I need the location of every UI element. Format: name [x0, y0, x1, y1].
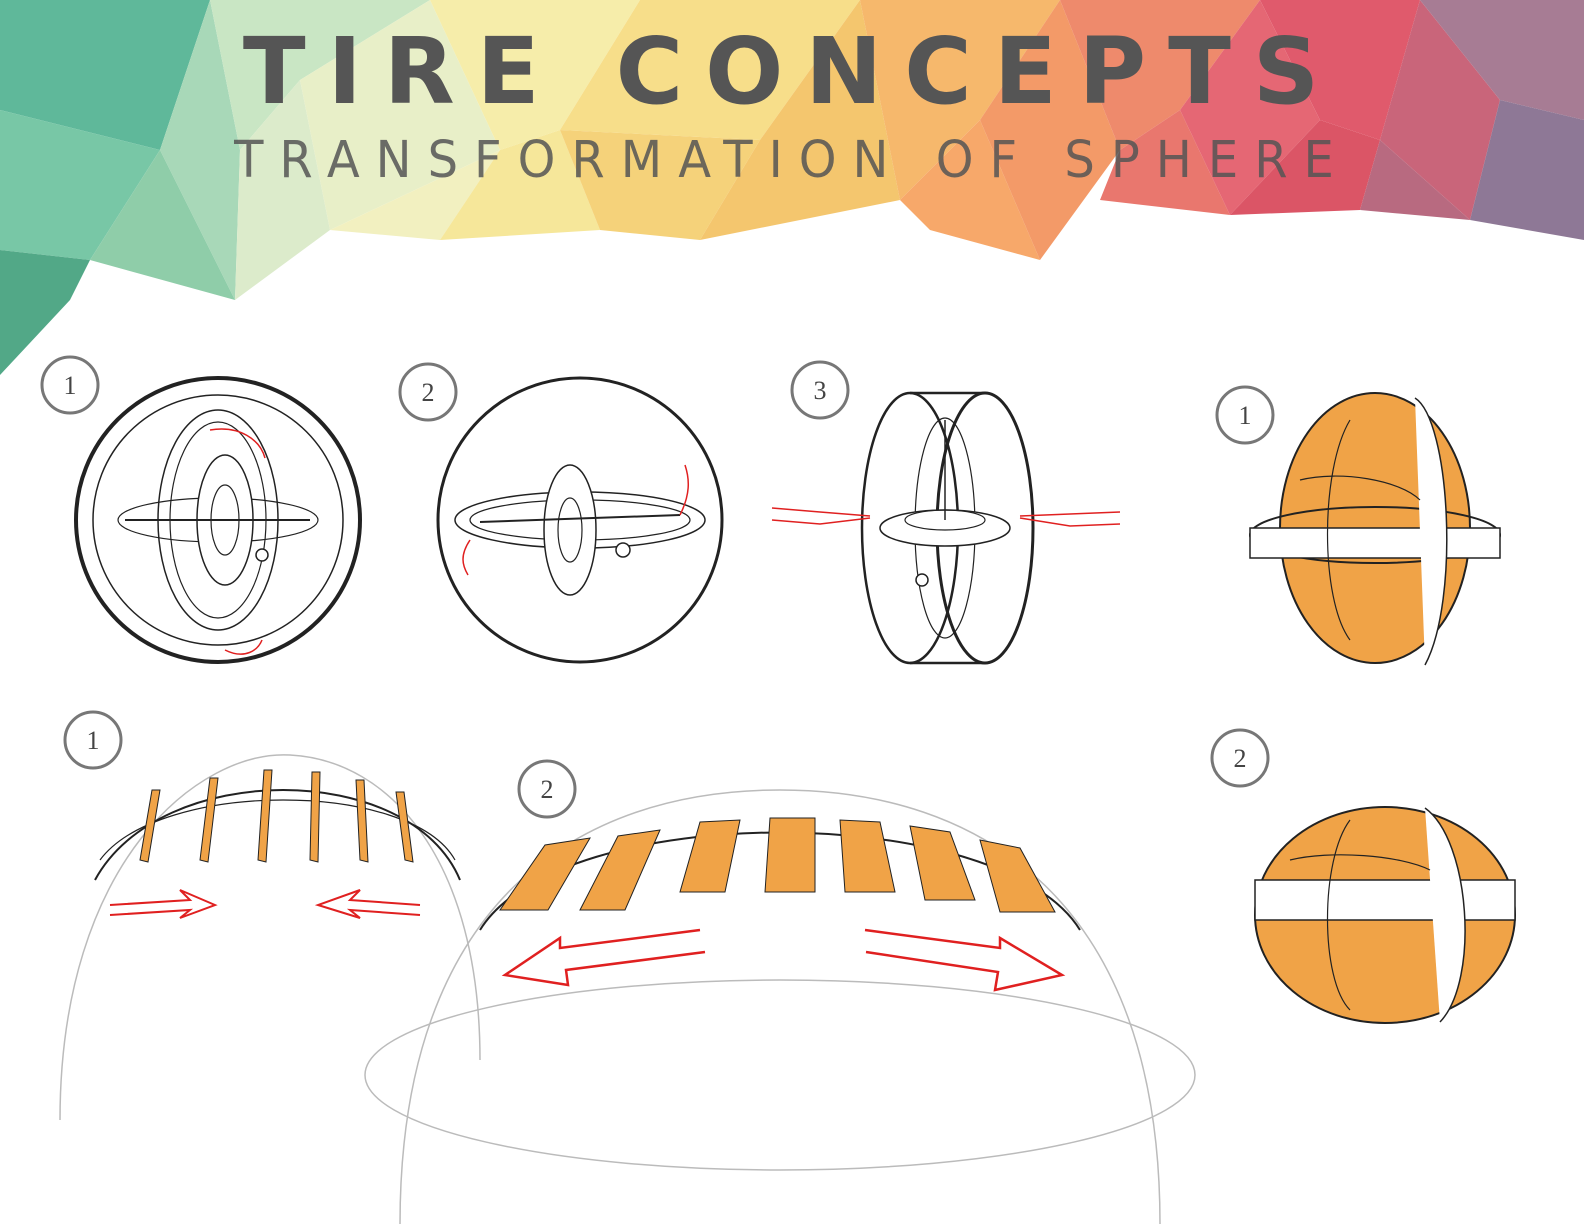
step-badge-ball-1	[1215, 385, 1275, 445]
dome-figure-1	[59, 754, 481, 1121]
step-num-dome-2: 2	[541, 775, 554, 804]
step-badge-ball-2	[1210, 728, 1270, 788]
step-badge-dome-1	[63, 710, 123, 770]
gyro-figure-2	[436, 376, 724, 664]
page-subtitle: TRANSFORMATION OF SPHERE	[234, 130, 1350, 190]
step-circles	[40, 355, 1275, 819]
step-badge-gyro-2	[398, 362, 458, 422]
orange-ball-1	[1249, 392, 1501, 666]
step-num-ball-2: 2	[1234, 744, 1247, 773]
dome-figure-2	[364, 789, 1196, 1224]
step-badge-gyro-3	[790, 360, 850, 420]
step-num-gyro-1: 1	[64, 371, 77, 400]
step-num-gyro-2: 2	[422, 378, 435, 407]
page-title: TIRE CONCEPTS	[242, 18, 1342, 125]
step-num-ball-1: 1	[1239, 401, 1252, 430]
step-num-gyro-3: 3	[814, 376, 827, 405]
gyro-figure-1	[74, 376, 362, 664]
gyro-figure-3	[771, 391, 1121, 665]
step-badge-dome-2	[517, 759, 577, 819]
low-poly-banner	[0, 0, 1584, 375]
step-num-dome-1: 1	[87, 726, 100, 755]
orange-ball-2	[1254, 806, 1516, 1024]
step-badge-gyro-1	[40, 355, 100, 415]
